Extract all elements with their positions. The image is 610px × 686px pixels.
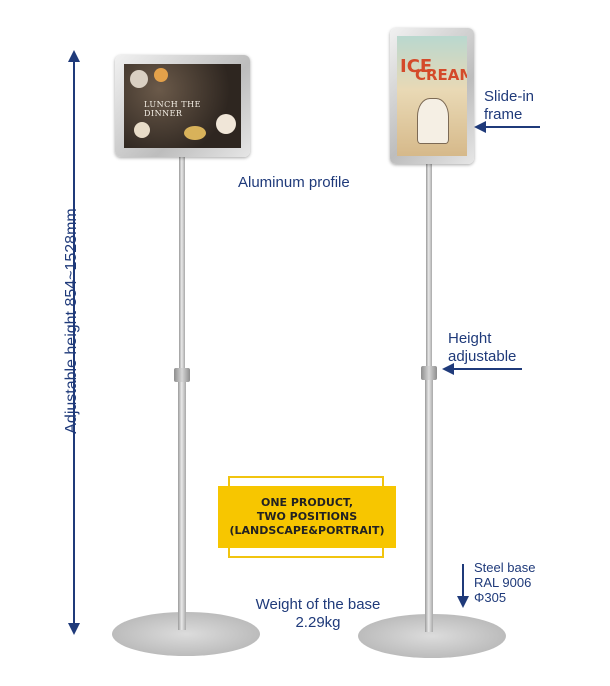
left-stand-pole-upper bbox=[179, 155, 185, 378]
left-stand-pole-lower bbox=[178, 378, 186, 630]
height-adj-line1: Height bbox=[448, 330, 492, 347]
slide-in-arrow bbox=[474, 121, 540, 133]
left-height-clamp bbox=[174, 368, 190, 382]
portrait-poster-line2: CREAM bbox=[415, 66, 467, 84]
height-dimension-arrow bbox=[68, 50, 80, 635]
slide-in-frame-label: Slide-in frame bbox=[484, 88, 534, 124]
plate-decoration bbox=[216, 114, 236, 134]
portrait-frame: ICE CREAM bbox=[390, 28, 474, 164]
landscape-frame: LUNCH THE DINNER bbox=[115, 55, 250, 157]
weight-line2: 2.29kg bbox=[295, 614, 341, 631]
slide-in-line2: frame bbox=[484, 106, 523, 123]
right-height-clamp bbox=[421, 366, 437, 380]
one-product-badge: ONE PRODUCT, TWO POSITIONS (LANDSCAPE&PO… bbox=[218, 486, 396, 548]
weight-line1: Weight of the base bbox=[255, 596, 381, 613]
height-adj-line2: adjustable bbox=[448, 348, 517, 365]
aluminum-profile-label: Aluminum profile bbox=[238, 174, 350, 191]
right-stand-pole-upper bbox=[426, 160, 432, 380]
plate-decoration bbox=[130, 70, 148, 88]
height-adjustable-label: Height adjustable bbox=[448, 330, 516, 366]
slide-in-line1: Slide-in bbox=[484, 88, 535, 105]
plate-decoration bbox=[134, 122, 150, 138]
plate-decoration bbox=[154, 68, 168, 82]
plate-decoration bbox=[184, 126, 206, 140]
base-weight-label: Weight of the base 2.29kg bbox=[238, 596, 398, 632]
portrait-poster: ICE CREAM bbox=[397, 36, 467, 156]
badge-line2: TWO POSITIONS bbox=[256, 510, 358, 523]
height-adjustable-arrow bbox=[442, 363, 522, 375]
left-stand-base bbox=[112, 612, 260, 656]
steel-line2: RAL 9006 bbox=[474, 575, 532, 590]
steel-line1: Steel base bbox=[474, 560, 536, 575]
right-stand-pole-lower bbox=[425, 380, 433, 632]
portrait-poster-line1: ICE bbox=[400, 56, 433, 77]
ice-cream-illustration bbox=[417, 98, 449, 144]
landscape-poster: LUNCH THE DINNER bbox=[124, 64, 241, 148]
steel-base-arrow bbox=[457, 564, 469, 608]
steel-base-label: Steel base RAL 9006 Φ305 bbox=[474, 560, 535, 605]
adjustable-height-label: Adjustable height 854~1528mm bbox=[63, 208, 80, 434]
badge-line3: (LANDSCAPE&PORTRAIT) bbox=[229, 524, 385, 537]
landscape-poster-title: LUNCH THE DINNER bbox=[144, 100, 201, 118]
badge-line1: ONE PRODUCT, bbox=[260, 496, 354, 509]
steel-line3: Φ305 bbox=[474, 590, 507, 605]
